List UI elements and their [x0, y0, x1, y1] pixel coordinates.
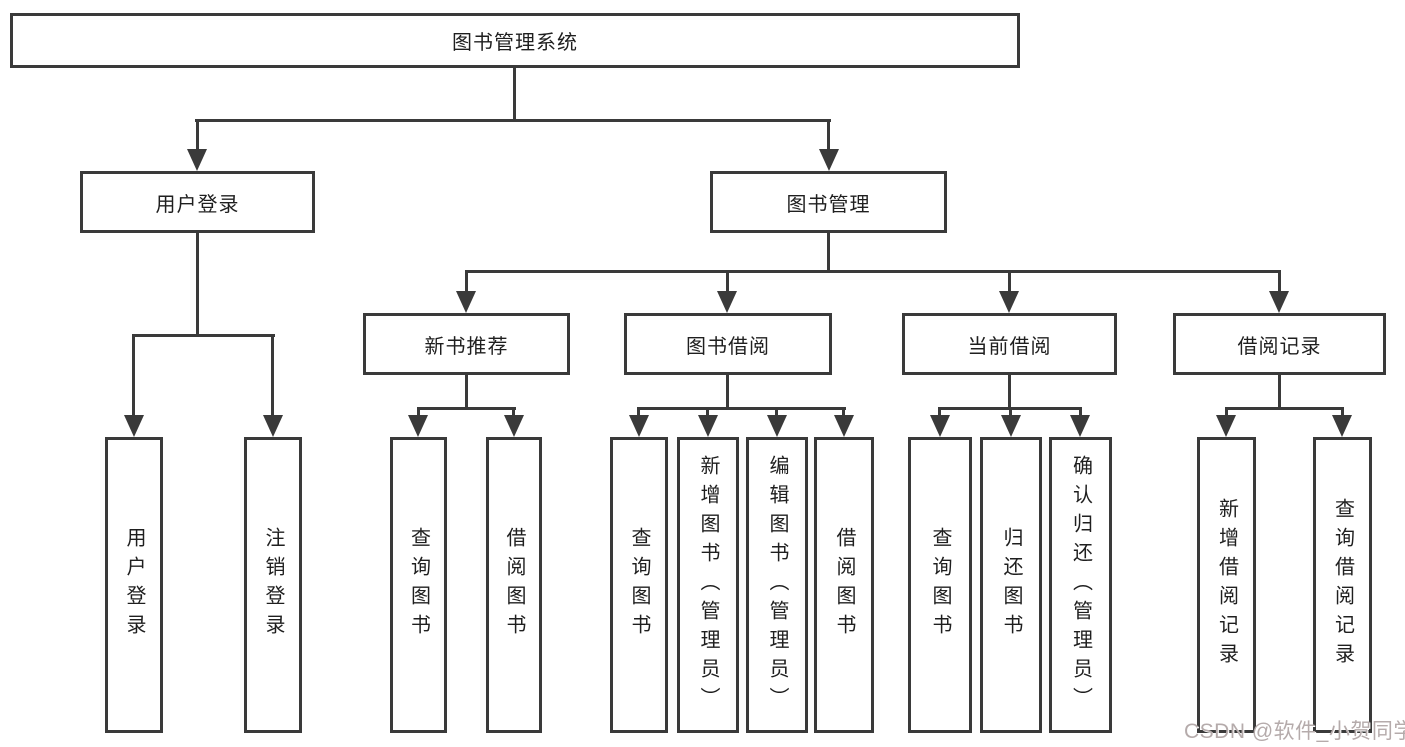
connector-new-book-stem — [465, 375, 468, 409]
connector-new-book-rail — [417, 407, 516, 410]
node-label: 图书管理 — [786, 193, 871, 216]
connector-drop — [1341, 407, 1344, 417]
leaf-query-books: 查询图书 — [908, 437, 972, 733]
leaf-confirm-return-admin: 确认归还（管理员） — [1049, 437, 1112, 733]
connector-drop — [417, 407, 420, 417]
node-label: 新增借阅记录 — [1215, 498, 1238, 672]
arrow-down-icon — [1001, 415, 1021, 437]
node-label: 用户登录 — [155, 193, 240, 216]
connector-drop — [465, 270, 468, 293]
arrow-down-icon — [504, 415, 524, 437]
connector-drop — [938, 407, 941, 417]
connector-user-login-drop — [196, 119, 199, 152]
connector-drop — [1009, 407, 1012, 417]
arrow-down-icon — [456, 291, 476, 313]
connector-book-mgmt-stem — [827, 233, 830, 272]
node-label: 查询借阅记录 — [1331, 498, 1354, 672]
node-label: 注销登录 — [262, 527, 284, 643]
connector-current-borrow-stem — [1008, 375, 1011, 409]
arrow-down-icon — [767, 415, 787, 437]
leaf-add-borrow-record: 新增借阅记录 — [1197, 437, 1256, 733]
connector-drop — [726, 270, 729, 293]
connector-drop — [512, 407, 515, 417]
connector-level2-rail — [195, 119, 831, 122]
node-label: 借阅图书 — [503, 527, 525, 643]
arrow-down-icon — [819, 149, 839, 171]
connector-drop — [132, 334, 135, 417]
connector-borrow-records-stem — [1278, 375, 1281, 409]
arrow-down-icon — [263, 415, 283, 437]
arrow-down-icon — [930, 415, 950, 437]
node-label: 图书借阅 — [686, 335, 770, 358]
node-label: 新增图书（管理员） — [697, 454, 719, 716]
connector-borrow-records-rail — [1225, 407, 1344, 410]
connector-drop — [271, 334, 274, 417]
arrow-down-icon — [717, 291, 737, 313]
csdn-watermark: CSDN @软件_小贺同学 — [1184, 720, 1405, 743]
leaf-query-books: 查询图书 — [390, 437, 447, 733]
arrow-down-icon — [629, 415, 649, 437]
leaf-user-login: 用户登录 — [105, 437, 163, 733]
node-label: 用户登录 — [123, 527, 145, 643]
arrow-down-icon — [1269, 291, 1289, 313]
node-label: 图书管理系统 — [452, 32, 578, 54]
node-label: 查询图书 — [407, 527, 430, 643]
node-label: 借阅图书 — [833, 527, 855, 643]
connector-root-stem — [513, 68, 516, 122]
connector-drop — [637, 407, 640, 417]
arrow-down-icon — [1332, 415, 1352, 437]
leaf-edit-books-admin: 编辑图书（管理员） — [746, 437, 808, 733]
leaf-query-books: 查询图书 — [610, 437, 668, 733]
leaf-query-borrow-record: 查询借阅记录 — [1313, 437, 1372, 733]
node-new-book-rec: 新书推荐 — [363, 313, 570, 375]
node-label: 借阅记录 — [1237, 335, 1322, 358]
connector-book-borrow-rail — [637, 407, 846, 410]
connector-drop — [706, 407, 709, 417]
node-label: 归还图书 — [1000, 527, 1022, 643]
node-label: 查询图书 — [628, 527, 650, 643]
leaf-borrow-books: 借阅图书 — [486, 437, 542, 733]
leaf-logout: 注销登录 — [244, 437, 302, 733]
connector-drop — [1079, 407, 1082, 417]
connector-drop — [775, 407, 778, 417]
connector-book-mgmt-drop — [827, 119, 830, 152]
arrow-down-icon — [187, 149, 207, 171]
node-label: 当前借阅 — [967, 335, 1052, 358]
leaf-add-books-admin: 新增图书（管理员） — [677, 437, 739, 733]
leaf-return-books: 归还图书 — [980, 437, 1042, 733]
node-book-mgmt: 图书管理 — [710, 171, 947, 233]
node-system-root: 图书管理系统 — [10, 13, 1020, 68]
node-current-borrow: 当前借阅 — [902, 313, 1117, 375]
connector-level3-rail — [465, 270, 1281, 273]
connector-drop — [842, 407, 845, 417]
arrow-down-icon — [1070, 415, 1090, 437]
leaf-borrow-books: 借阅图书 — [814, 437, 874, 733]
connector-drop — [1008, 270, 1011, 293]
arrow-down-icon — [999, 291, 1019, 313]
arrow-down-icon — [834, 415, 854, 437]
arrow-down-icon — [408, 415, 428, 437]
connector-drop — [1225, 407, 1228, 417]
arrow-down-icon — [1216, 415, 1236, 437]
node-label: 确认归还（管理员） — [1069, 454, 1092, 716]
node-label: 查询图书 — [929, 527, 951, 643]
connector-user-login-rail — [132, 334, 275, 337]
connector-user-login-stem — [196, 233, 199, 336]
node-label: 新书推荐 — [424, 335, 509, 358]
arrow-down-icon — [698, 415, 718, 437]
node-borrow-records: 借阅记录 — [1173, 313, 1386, 375]
node-book-borrow: 图书借阅 — [624, 313, 832, 375]
node-user-login: 用户登录 — [80, 171, 315, 233]
arrow-down-icon — [124, 415, 144, 437]
node-label: 编辑图书（管理员） — [766, 454, 788, 716]
connector-book-borrow-stem — [726, 375, 729, 409]
connector-drop — [1278, 270, 1281, 293]
